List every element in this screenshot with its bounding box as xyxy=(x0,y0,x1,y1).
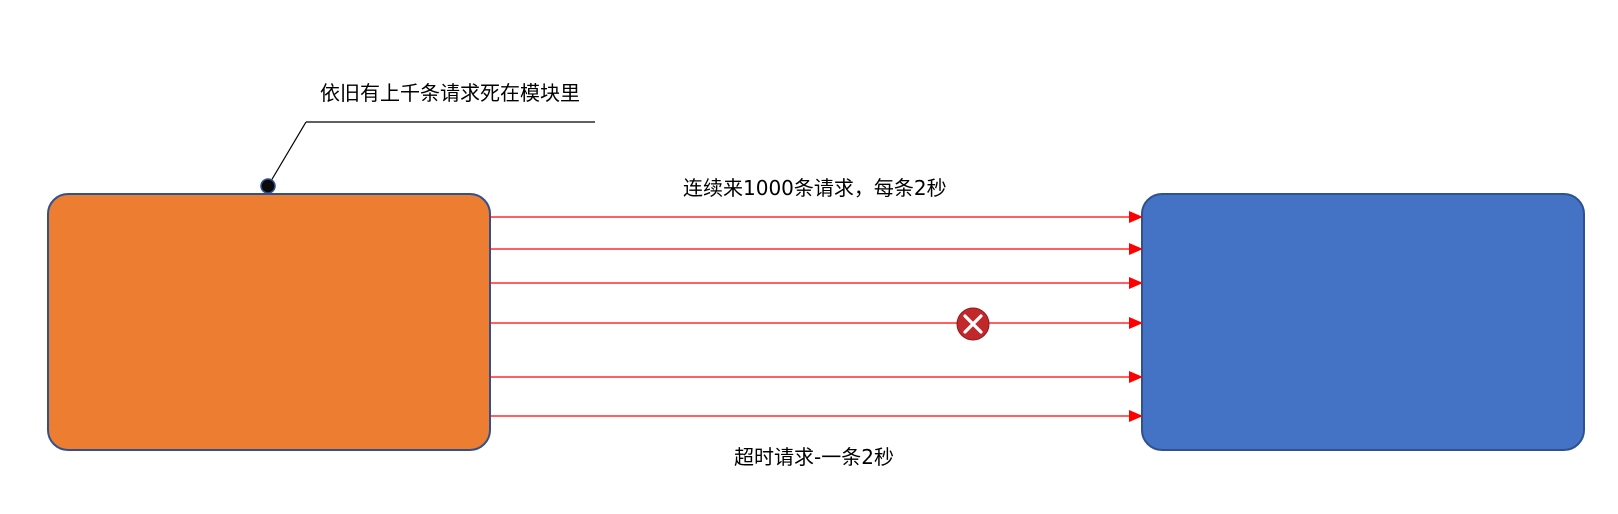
source-module-box xyxy=(47,193,491,451)
top-request-label: 连续来1000条请求，每条2秒 xyxy=(683,176,947,200)
callout-text: 依旧有上千条请求死在模块里 xyxy=(320,81,580,105)
target-module-box xyxy=(1141,193,1585,451)
callout-anchor-dot xyxy=(260,178,276,194)
callout-leader-line xyxy=(267,121,307,187)
bottom-timeout-label: 超时请求-一条2秒 xyxy=(734,445,894,469)
error-x-icon xyxy=(956,307,990,341)
